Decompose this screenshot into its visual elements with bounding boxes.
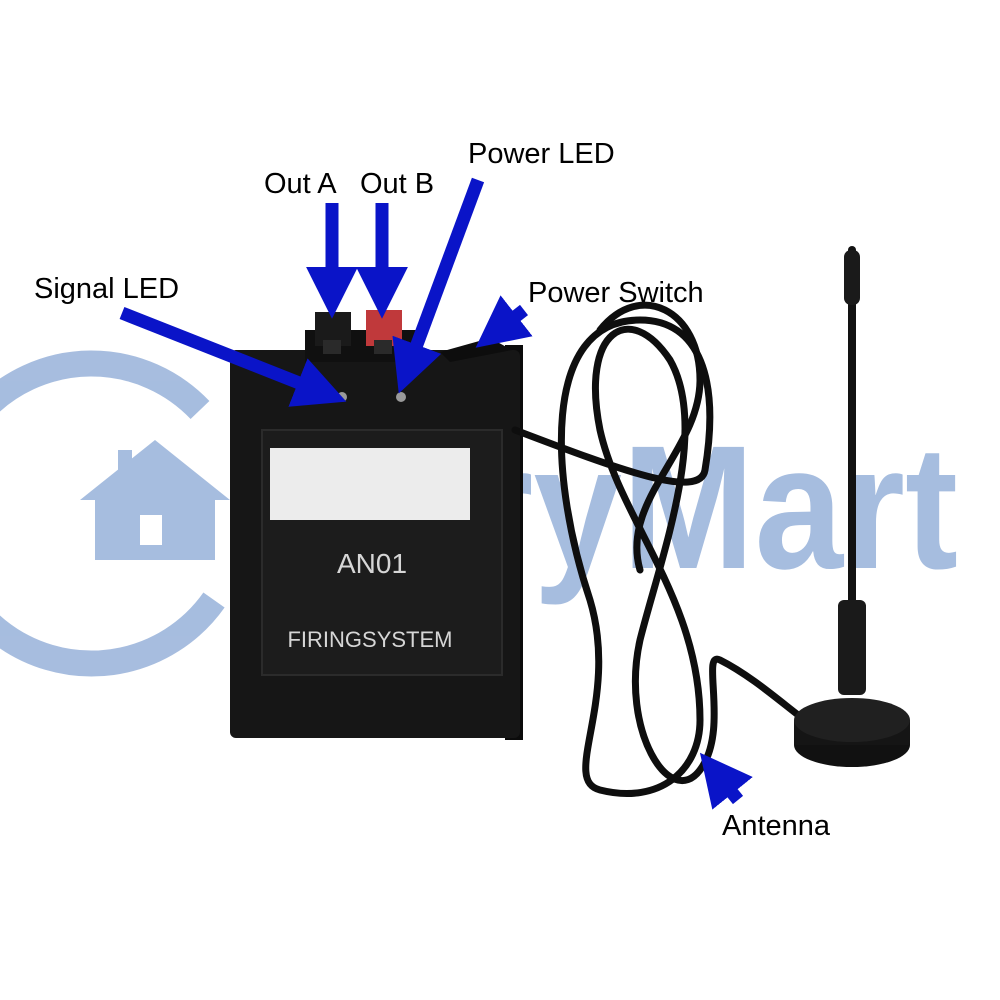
arrow-icon: [392, 177, 485, 394]
power-switch-label: Power Switch: [528, 277, 704, 309]
terminal-block: [305, 310, 417, 362]
out-a-label: Out A: [264, 168, 337, 200]
device-label-strip: [270, 448, 470, 520]
antenna-label: Antenna: [722, 810, 831, 842]
arrow-icon: [119, 306, 347, 407]
brand-label: FIRINGSYSTEM: [287, 627, 452, 652]
house-logo-icon: [0, 350, 230, 677]
power-led: [396, 392, 406, 402]
power-led-label: Power LED: [468, 138, 615, 170]
model-label: AN01: [337, 548, 407, 579]
antenna: [794, 246, 910, 767]
arrow-icon: [699, 752, 753, 810]
firing-system-device: AN01 FIRINGSYSTEM: [230, 310, 523, 740]
out-b-label: Out B: [360, 168, 435, 200]
arrow-icon: [475, 295, 533, 348]
signal-led-label: Signal LED: [34, 273, 180, 305]
callout-arrows: [119, 177, 753, 810]
signal-led: [337, 392, 347, 402]
antenna-coil: [838, 600, 866, 695]
antenna-cable: [511, 301, 824, 797]
